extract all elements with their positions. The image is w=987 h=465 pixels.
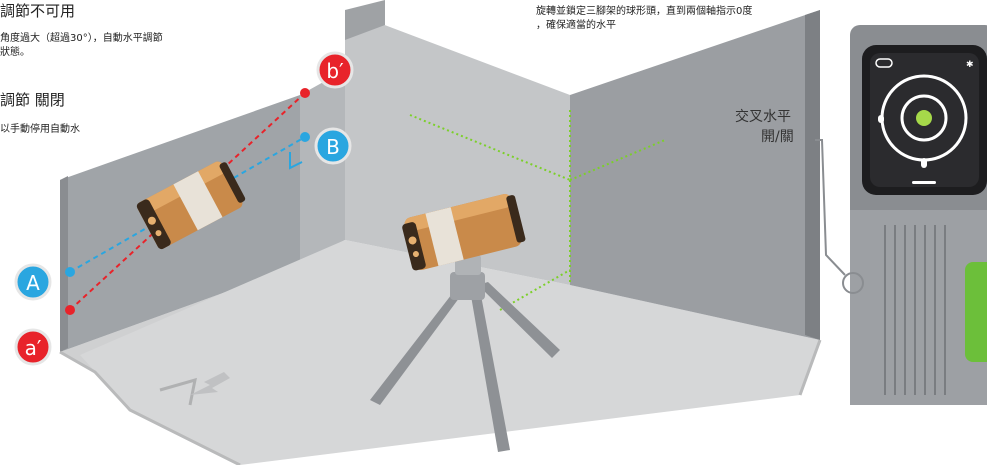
marker-a-prime: a′ [14, 328, 52, 366]
marker-A: A [14, 263, 52, 301]
right-room-floor [80, 240, 820, 465]
floor-arrow-icon [190, 372, 230, 395]
green-laser-lines [409, 110, 666, 311]
tripod-laser-device [370, 193, 560, 452]
body-unavailable-line2: 狀態。 [0, 47, 30, 58]
top-instruction-line1: 旋轉並鎖定三腳架的球形頭，直到兩個軸指示0度 [536, 6, 753, 17]
heading-unavailable: 調節不可用 [0, 2, 76, 20]
svg-text:a′: a′ [25, 336, 42, 360]
marker-B: B [314, 127, 352, 165]
right-wall [570, 10, 820, 340]
top-instruction-line2: ，確保適當的水平 [536, 20, 616, 31]
cross-level-toggle-label: 開/關 [761, 129, 794, 145]
cross-level-label: 交叉水平 [735, 109, 791, 125]
marker-b-prime: b′ [316, 51, 354, 89]
corner-wall [300, 70, 345, 265]
bluetooth-icon: ✱ [966, 60, 974, 70]
svg-text:b′: b′ [326, 59, 344, 83]
svg-text:A: A [26, 271, 40, 295]
body-off: 以手動停用自動水 [0, 124, 80, 135]
svg-text:B: B [326, 135, 340, 159]
level-bubble-indicator [916, 110, 932, 126]
body-unavailable-line1: 角度過大（超過30°），自動水平調節 [0, 33, 163, 44]
device-panel: ✱ [850, 25, 987, 405]
heading-off: 調節 關閉 [0, 91, 65, 109]
cross-level-callout [815, 139, 846, 276]
laser-device-tilted [136, 161, 246, 250]
